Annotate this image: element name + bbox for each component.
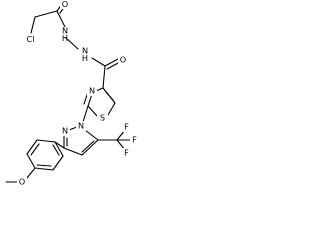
bond-c5-s	[107, 102, 116, 116]
bond-c3-phenyl	[54, 141, 65, 149]
pyrazole-nitrogen-1-label: N	[78, 121, 84, 131]
bond-n3-c4	[95, 87, 104, 92]
bond-s-c2	[87, 105, 98, 117]
bond-ph1-ph2	[36, 139, 56, 143]
bond-cl-ch2	[30, 16, 36, 34]
chlorine-label: Cl	[27, 34, 35, 44]
bond-ph2-ph3	[26, 139, 38, 155]
bond-pzN1-c5	[84, 129, 99, 141]
trifluoro-f2-label: F	[132, 135, 137, 145]
bond-c4-c3	[63, 147, 83, 156]
thiazole-sulfur-label: S	[100, 113, 105, 123]
carbonyl-oxygen-top-label: O	[62, 0, 68, 9]
bond-ph5-ph6	[52, 155, 64, 171]
hydrazide-nh2-h-label: H	[82, 53, 88, 63]
bond-ph-inner-1	[30, 143, 40, 156]
trifluoro-f3-label: F	[124, 148, 129, 158]
hydrazide-nh2-n-label: N	[82, 46, 88, 56]
bond-ph6-ph1	[54, 141, 64, 157]
bond-c5-c4	[81, 139, 99, 156]
bond-ch2-co	[34, 10, 58, 18]
bond-nh1-nh2	[64, 36, 79, 50]
bond-ph3-ph4	[26, 153, 36, 169]
bond-co-c4	[102, 65, 106, 89]
hydrazide-nh1-h-label: H	[62, 33, 68, 43]
bond-co-o2-b	[106, 61, 121, 70]
atom-labels: Cl O N H N H O S N N N O F F	[17, 0, 139, 187]
bond-c5-c4-inner	[81, 140, 95, 153]
bond-co-nh1	[56, 10, 66, 28]
bond-ph-inner-2	[36, 164, 52, 167]
pyrazole-nitrogen-2-label: N	[62, 126, 68, 136]
bond-co-o2-a	[104, 58, 119, 67]
bond-c2-pyrazoleN	[82, 105, 89, 123]
methoxy-oxygen-label: O	[19, 177, 25, 187]
bond-c4-c5-inner	[105, 91, 114, 101]
bond-ph-inner-3	[52, 144, 60, 156]
bond-ph4-ph5	[34, 167, 54, 171]
bond-ph4-o	[26, 167, 36, 179]
molecule-svg: Cl O N H N H O S N N N O F F	[5, 0, 139, 187]
hydrazide-nh1-n-label: N	[62, 26, 68, 36]
bond-n2-n1	[68, 126, 78, 131]
chemical-structure-diagram: Cl O N H N H O S N N N O F F	[0, 0, 161, 195]
trifluoro-f1-label: F	[124, 122, 129, 132]
thiazole-nitrogen-label: N	[89, 86, 95, 96]
carbonyl-oxygen-right-label: O	[120, 55, 126, 65]
bond-nh2-co	[91, 57, 106, 67]
